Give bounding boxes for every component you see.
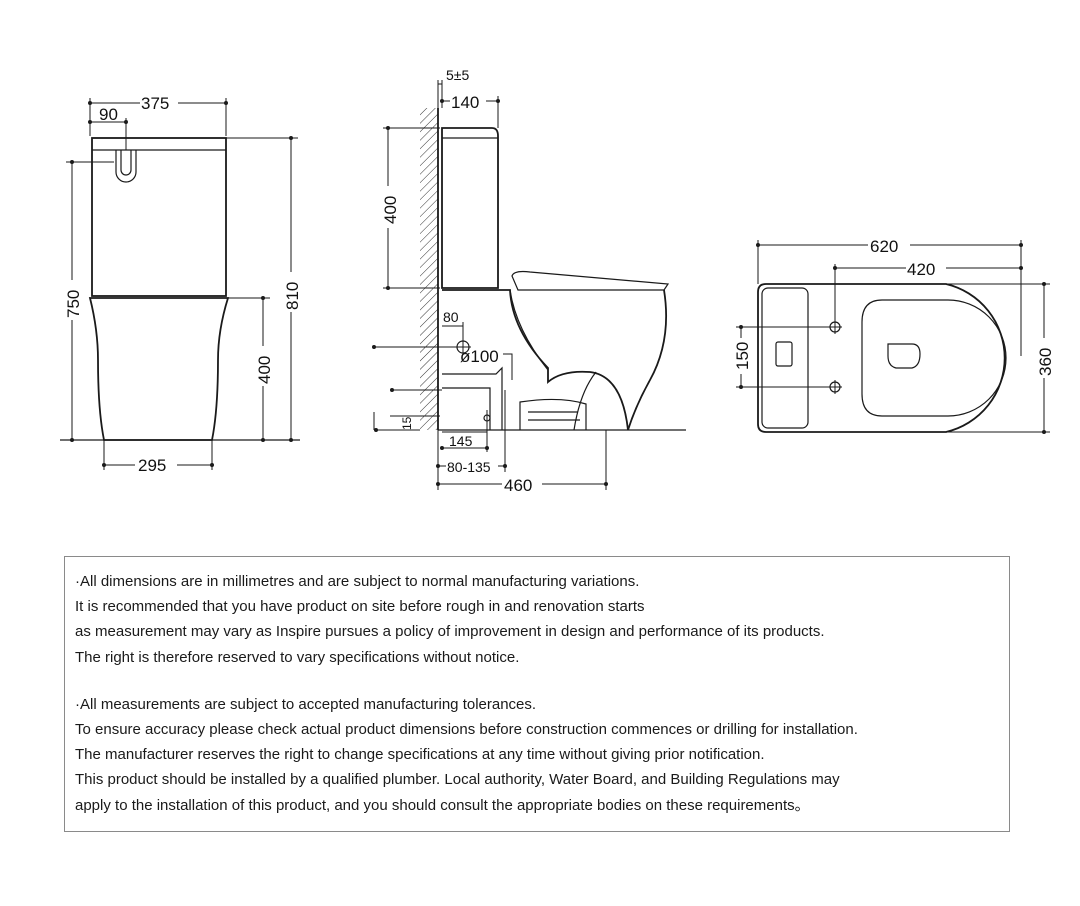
dim-375-label: 375 xyxy=(141,94,169,113)
note-line: The manufacturer reserves the right to c… xyxy=(75,746,765,764)
dim-750-label: 750 xyxy=(64,290,83,318)
dim-400-front-label: 400 xyxy=(255,356,274,384)
note-line: as measurement may vary as Inspire pursu… xyxy=(75,623,825,641)
note-line: ·All measurements are subject to accepte… xyxy=(75,695,537,713)
dim-15-label: 15 xyxy=(400,416,414,430)
note-line: To ensure accuracy please check actual p… xyxy=(75,721,858,739)
dim-150-label: 150 xyxy=(733,342,752,370)
dim-90-label: 90 xyxy=(99,105,118,124)
dim-400-side-label: 400 xyxy=(381,196,400,224)
top-cistern xyxy=(761,287,809,429)
notes-panel: ·All dimensions are in millimetres and a… xyxy=(64,556,1010,832)
dim-295-label: 295 xyxy=(138,456,166,475)
front-bowl xyxy=(88,297,230,441)
note-line: apply to the installation of this produc… xyxy=(75,796,810,814)
wall-hatch xyxy=(420,108,438,430)
dim-5-label: 5±5 xyxy=(446,67,469,83)
side-view: 5±5 140 400 80 ø100 15 145 xyxy=(372,67,686,495)
front-flush-button xyxy=(115,150,137,183)
technical-drawing: 375 90 750 810 400 295 xyxy=(60,67,1055,495)
front-view: 375 90 750 810 400 295 xyxy=(60,92,302,475)
dim-360-label: 360 xyxy=(1036,348,1055,376)
note-line: This product should be installed by a qu… xyxy=(75,771,840,789)
dim-145-label: 145 xyxy=(449,433,473,449)
note-line: It is recommended that you have product … xyxy=(75,598,645,616)
dim-140-label: 140 xyxy=(451,93,479,112)
side-cistern xyxy=(441,127,499,289)
top-outline xyxy=(757,283,1006,433)
dim-620-label: 620 xyxy=(870,237,898,256)
dim-810-label: 810 xyxy=(283,282,302,310)
dim-80-135-label: 80-135 xyxy=(447,459,491,475)
dim-420-label: 420 xyxy=(907,260,935,279)
top-seat-opening xyxy=(861,299,1007,417)
note-line: The right is therefore reserved to vary … xyxy=(75,648,520,666)
dim-460-label: 460 xyxy=(504,476,532,495)
side-seat xyxy=(511,270,670,291)
front-cistern xyxy=(91,137,227,297)
top-view: 620 420 150 360 xyxy=(731,236,1055,434)
dim-100-label: ø100 xyxy=(460,347,499,366)
side-bowl xyxy=(442,289,629,431)
note-line: ·All dimensions are in millimetres and a… xyxy=(75,573,640,590)
top-flush-button xyxy=(775,341,793,367)
dim-80-label: 80 xyxy=(443,309,459,325)
